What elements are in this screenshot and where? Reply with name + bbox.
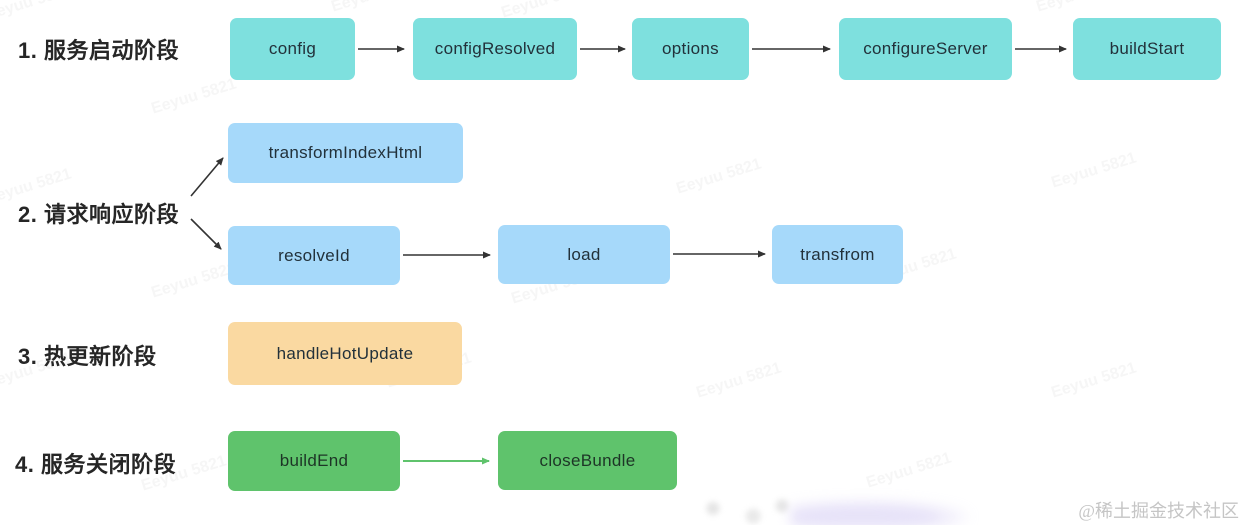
node-buildend: buildEnd	[228, 431, 400, 491]
watermark-text: Eeyuu 5821	[694, 359, 784, 402]
node-closebundle: closeBundle	[498, 431, 677, 490]
watermark-text: Eeyuu 5821	[149, 75, 239, 118]
phase-label-hot-update: 3. 热更新阶段	[18, 344, 157, 369]
watermark-text: Eeyuu 5821	[1034, 0, 1123, 16]
watermark-text: Eeyuu 5821	[674, 155, 764, 198]
node-handlehotupdate: handleHotUpdate	[228, 322, 462, 385]
blurred-logo-smudge	[690, 498, 805, 524]
watermark-text: Eeyuu 5821	[0, 0, 73, 24]
arrow-branch-to-resolveid	[190, 218, 222, 250]
phase-label-close: 4. 服务关闭阶段	[15, 452, 176, 477]
node-resolveid: resolveId	[228, 226, 400, 285]
arrow-branch-to-transformindexhtml	[190, 157, 224, 197]
watermark-text: Eeyuu 5821	[149, 259, 239, 302]
node-configresolved: configResolved	[413, 18, 577, 80]
phase-label-startup: 1. 服务启动阶段	[18, 38, 179, 63]
node-transfrom: transfrom	[772, 225, 903, 284]
phase-label-request: 2. 请求响应阶段	[18, 202, 179, 227]
watermark-text: Eeyuu 5821	[864, 449, 954, 492]
node-configureserver: configureServer	[839, 18, 1012, 80]
watermark-text: Eeyuu 5821	[1049, 359, 1139, 402]
node-load: load	[498, 225, 670, 284]
blurred-glow-smudge	[790, 500, 970, 525]
node-options: options	[632, 18, 749, 80]
watermark-credit: @稀土掘金技术社区	[1078, 501, 1239, 521]
node-config: config	[230, 18, 355, 80]
watermark-text: Eeyuu 5821	[1049, 149, 1139, 192]
node-transformindexhtml: transformIndexHtml	[228, 123, 463, 183]
node-buildstart: buildStart	[1073, 18, 1221, 80]
watermark-text: Eeyuu 5821	[329, 0, 418, 16]
